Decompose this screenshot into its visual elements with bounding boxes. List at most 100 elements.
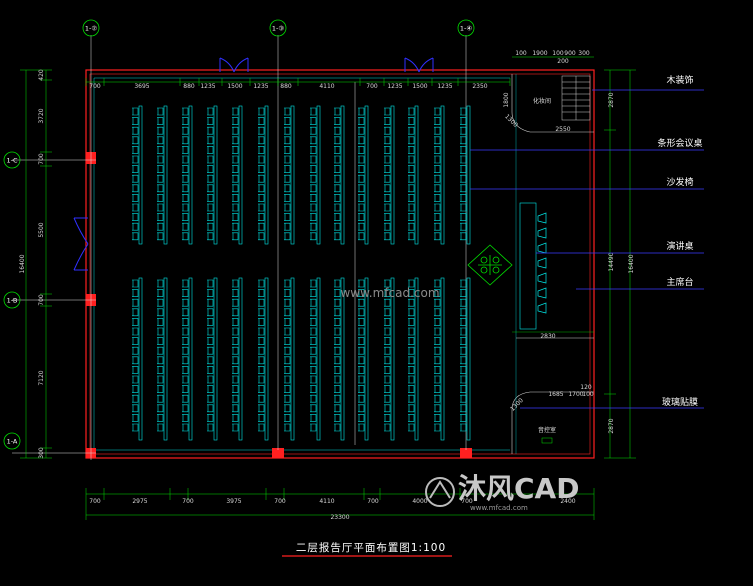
- sofa-chair: [408, 298, 415, 307]
- sofa-chair: [334, 394, 341, 403]
- sofa-chair: [434, 337, 441, 345]
- sofa-chair: [460, 165, 467, 173]
- sofa-chair: [182, 136, 189, 145]
- sofa-chair: [182, 194, 189, 202]
- sofa-chair: [460, 337, 467, 345]
- sofa-chair: [207, 213, 214, 221]
- drawing-title: 二层报告厅平面布置图1:100: [295, 542, 447, 554]
- podium-symbol: [467, 244, 513, 286]
- sofa-chair: [207, 146, 214, 154]
- sofa-chair: [310, 232, 317, 241]
- sofa-chair: [157, 174, 164, 183]
- sofa-chair: [258, 194, 265, 202]
- sofa-chair: [258, 289, 265, 297]
- dim-lower-room-2: 1700: [568, 391, 583, 398]
- sofa-chair: [157, 194, 164, 202]
- sofa-chair: [334, 289, 341, 297]
- sofa-chair: [460, 298, 467, 307]
- sofa-chair: [157, 126, 164, 135]
- conference-desk: [364, 105, 369, 245]
- sofa-chair: [460, 346, 467, 355]
- dim-stage-width: 2830: [540, 333, 555, 340]
- dim-top-1: 700: [89, 83, 101, 90]
- sofa-chair: [207, 232, 214, 241]
- sofa-chair: [434, 404, 441, 413]
- axis-label-3: 1-③: [272, 25, 284, 33]
- sofa-chair: [384, 414, 391, 422]
- conference-desk: [238, 277, 243, 441]
- sofa-chair: [232, 423, 239, 432]
- sofa-chair: [284, 298, 291, 307]
- sofa-chair: [157, 184, 164, 193]
- sofa-chair: [310, 298, 317, 307]
- sofa-chair: [384, 194, 391, 202]
- conference-desk: [316, 277, 321, 441]
- sofa-chair: [132, 308, 139, 317]
- sofa-chair: [284, 356, 291, 365]
- sofa-chair: [408, 423, 415, 432]
- sofa-chair: [434, 222, 441, 231]
- sofa-chair: [434, 232, 441, 241]
- sofa-chair: [460, 394, 467, 403]
- sofa-chair: [207, 366, 214, 374]
- lower-room-wall: [511, 391, 594, 454]
- sofa-chair: [384, 356, 391, 365]
- sofa-chair: [132, 232, 139, 241]
- dim-tr-small: 200: [557, 58, 569, 65]
- conference-desk: [316, 105, 321, 245]
- sofa-chair: [384, 232, 391, 241]
- sofa-chair: [207, 117, 214, 125]
- conference-desk: [188, 105, 193, 245]
- sofa-chair: [310, 136, 317, 145]
- sofa-chair: [310, 213, 317, 221]
- sofa-chair: [284, 107, 291, 116]
- sofa-chair: [310, 356, 317, 365]
- sofa-chair: [434, 279, 441, 288]
- sofa-chair: [232, 318, 239, 326]
- dim-tr-1: 100: [515, 50, 527, 57]
- sofa-chair: [207, 318, 214, 326]
- axis-label-4: 1-④: [460, 25, 472, 33]
- sofa-chair: [284, 126, 291, 135]
- sofa-chair: [258, 165, 265, 173]
- sofa-chair: [408, 222, 415, 231]
- sofa-chair: [207, 327, 214, 336]
- dim-right-3: 2870: [608, 418, 615, 433]
- sofa-chair: [182, 203, 189, 212]
- sofa-chair: [157, 279, 164, 288]
- sofa-chair: [207, 165, 214, 173]
- sofa-chair: [384, 117, 391, 125]
- sofa-chair: [384, 298, 391, 307]
- sofa-chair: [258, 232, 265, 241]
- dim-left-6: 7120: [38, 370, 45, 385]
- dim-left-1: 420: [38, 69, 45, 81]
- dim-tr-4: 900: [564, 50, 576, 57]
- sofa-chair: [182, 222, 189, 231]
- sofa-chair: [157, 375, 164, 384]
- sofa-chair: [334, 327, 341, 336]
- sofa-chair: [157, 117, 164, 125]
- sofa-chair: [132, 337, 139, 345]
- sofa-chair: [384, 136, 391, 145]
- sofa-chair: [132, 213, 139, 221]
- sofa-chair: [408, 346, 415, 355]
- dim-bottom-7: 700: [367, 498, 379, 505]
- dim-bottom-6: 4110: [319, 498, 334, 505]
- sofa-chair: [384, 165, 391, 173]
- sofa-chair: [358, 356, 365, 365]
- sofa-chair: [384, 184, 391, 193]
- sofa-chair: [384, 327, 391, 336]
- sofa-chair: [408, 117, 415, 125]
- sofa-chair: [157, 232, 164, 241]
- sofa-chair: [182, 184, 189, 193]
- sofa-chair: [358, 136, 365, 145]
- sofa-chair: [182, 385, 189, 393]
- axis-bubbles-left: 1-C 1-B 1-A: [3, 151, 21, 450]
- dim-bottom-10: 2400: [560, 498, 575, 505]
- sofa-chair: [384, 308, 391, 317]
- dim-left-total: 16400: [19, 254, 26, 273]
- sofa-chair: [358, 117, 365, 125]
- sofa-chair: [157, 298, 164, 307]
- sofa-chair: [408, 327, 415, 336]
- conference-desk: [188, 277, 193, 441]
